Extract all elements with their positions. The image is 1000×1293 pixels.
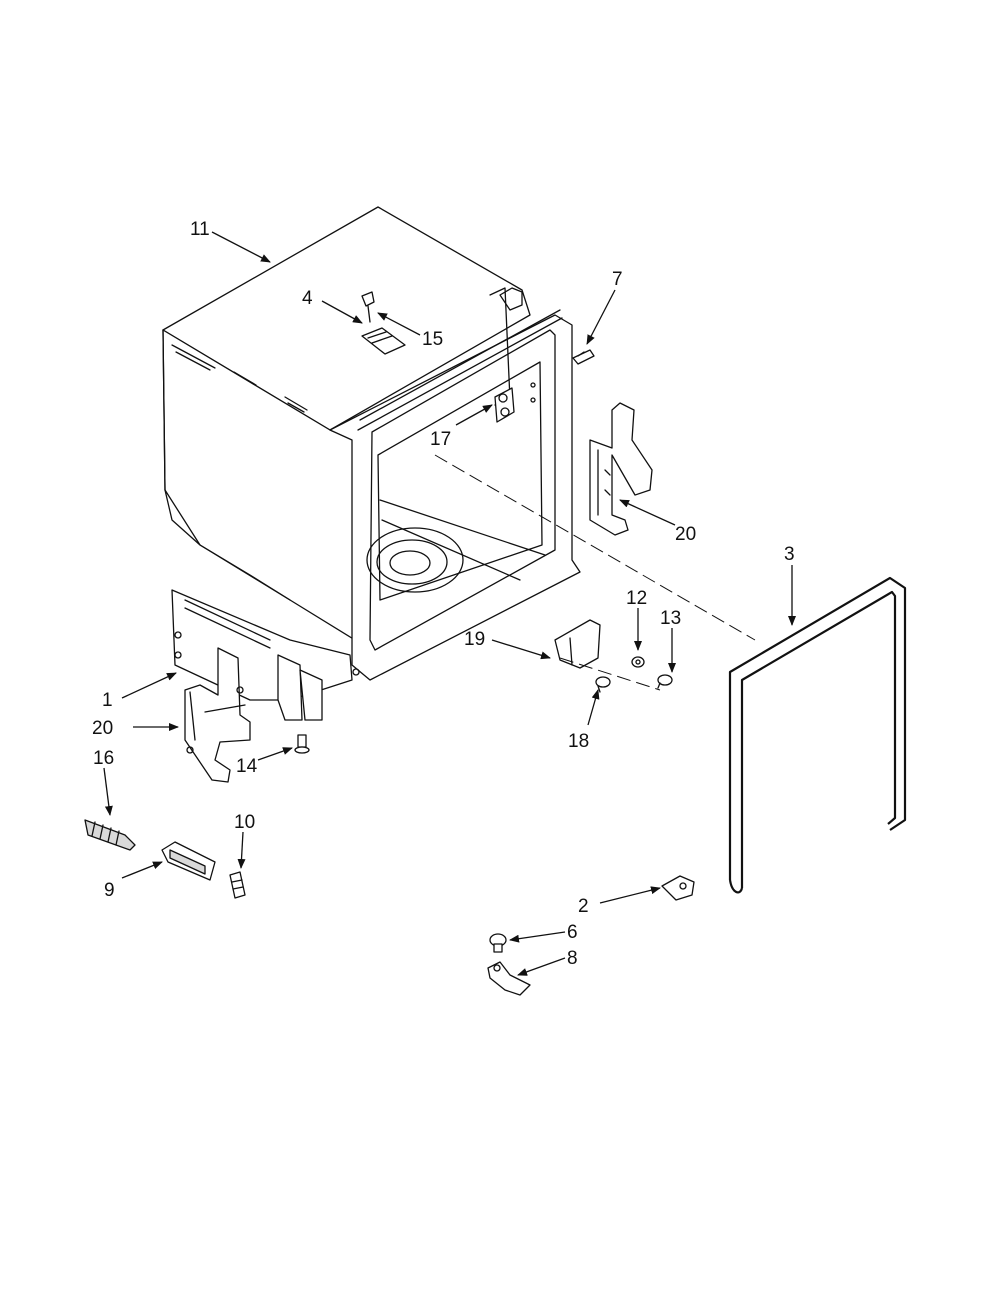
callout-13: 13 — [660, 608, 681, 629]
callout-2: 2 — [578, 896, 589, 917]
callout-6: 6 — [567, 922, 578, 943]
clip-part — [229, 871, 246, 899]
callout-3: 3 — [784, 544, 795, 565]
hinge-bracket-right — [589, 402, 653, 536]
screw-part-13 — [657, 674, 673, 689]
callout-10: 10 — [234, 812, 255, 833]
callout-18: 18 — [568, 731, 589, 752]
tub-assembly — [162, 206, 581, 701]
hinge-bracket-left — [184, 647, 323, 783]
callout-7: 7 — [612, 269, 623, 290]
door-gasket — [728, 576, 907, 894]
callout-9: 9 — [104, 880, 115, 901]
assembly-guide-line — [434, 454, 756, 641]
pad-part — [161, 841, 216, 881]
callout-labels: 11 4 15 7 17 20 3 12 13 19 18 1 20 16 14… — [92, 219, 795, 969]
callout-20-right: 20 — [675, 524, 696, 545]
hinge-cap-part — [661, 875, 695, 901]
callout-14: 14 — [236, 756, 258, 777]
mount-bracket — [554, 619, 601, 669]
bracket-part-8 — [487, 961, 531, 996]
callout-17: 17 — [430, 429, 451, 450]
callout-arrows — [103, 231, 796, 976]
callout-11: 11 — [190, 219, 210, 240]
label-part — [361, 327, 406, 355]
callout-8: 8 — [567, 948, 578, 969]
callout-12: 12 — [626, 588, 647, 609]
screw-part — [361, 291, 375, 323]
nut-part — [494, 382, 536, 423]
callout-1: 1 — [102, 690, 113, 711]
callout-15: 15 — [422, 329, 443, 350]
callout-16: 16 — [93, 748, 114, 769]
nut-part-6 — [489, 933, 507, 953]
leveling-leg — [294, 734, 310, 754]
spring-part — [84, 819, 136, 851]
washer-part — [631, 656, 645, 668]
callout-4: 4 — [302, 288, 313, 309]
assembly-guide-line-2 — [559, 657, 661, 691]
callout-20-left: 20 — [92, 718, 113, 739]
screw-part-7 — [572, 349, 595, 365]
callout-19: 19 — [464, 629, 485, 650]
screw-part-18 — [595, 676, 611, 693]
